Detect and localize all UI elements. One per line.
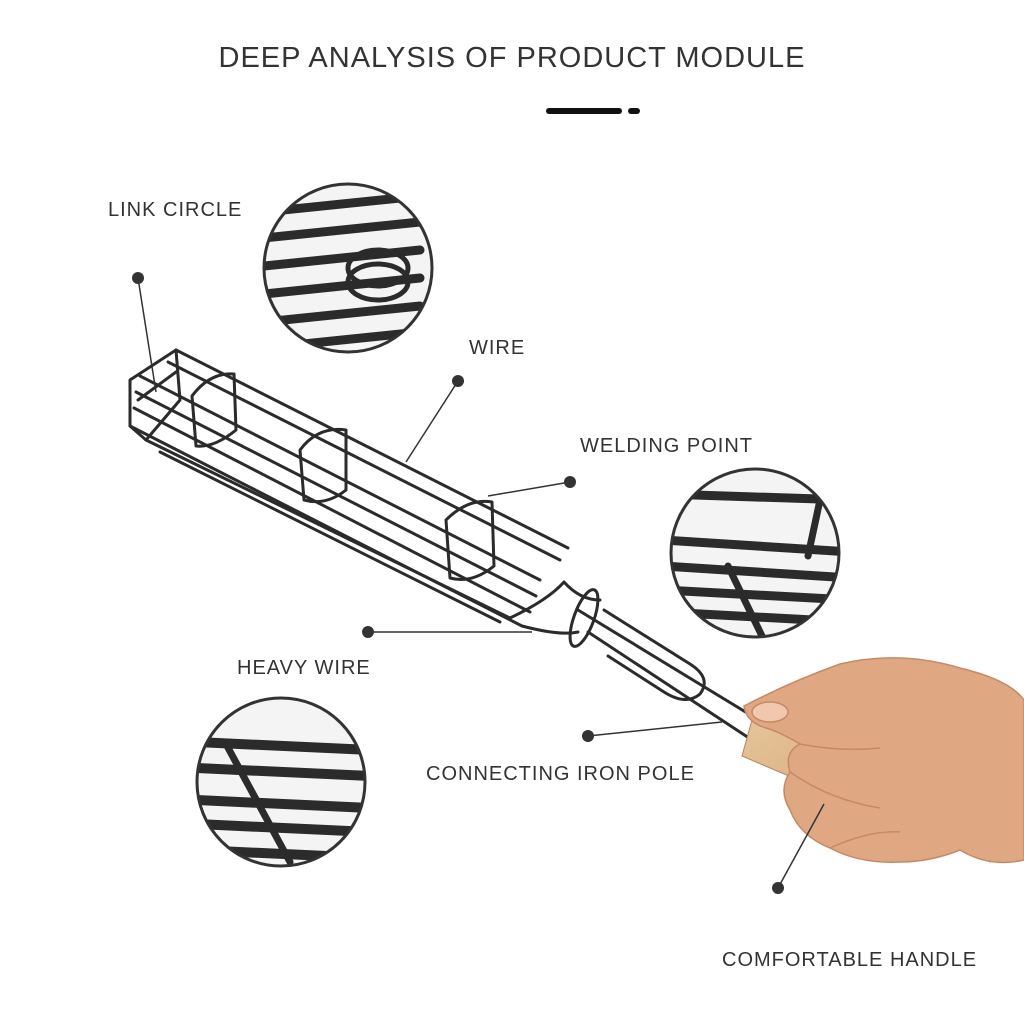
leader-connecting-pole: [587, 721, 723, 737]
label-heavy-wire: HEAVY WIRE: [237, 657, 371, 679]
zoom-circle-link-border: [262, 182, 434, 354]
zoom-circle-welding-border: [669, 467, 841, 639]
dot-handle: [772, 882, 784, 894]
leader-welding-point: [487, 481, 571, 497]
page-title: DEEP ANALYSIS OF PRODUCT MODULE: [218, 42, 806, 74]
dot-heavy-wire: [362, 626, 374, 638]
zoom-circle-heavy-wire-border: [195, 696, 367, 868]
hand-illustration: [743, 657, 1024, 864]
leader-link-circle: [137, 277, 157, 393]
leader-handle: [777, 803, 825, 889]
dot-welding-point: [564, 476, 576, 488]
title-underline-long: [546, 108, 622, 114]
zoom-circle-welding: [671, 469, 839, 637]
label-wire: WIRE: [469, 337, 526, 359]
label-link-circle: LINK CIRCLE: [108, 199, 243, 221]
dot-wire: [452, 375, 464, 387]
label-welding-point: WELDING POINT: [580, 435, 754, 457]
leader-wire: [405, 380, 459, 463]
label-comfortable-handle: COMFORTABLE HANDLE: [722, 949, 978, 971]
label-connecting-iron-pole: CONNECTING IRON POLE: [426, 763, 695, 785]
zoom-circle-heavy-wire: [197, 698, 365, 866]
grill-basket: [128, 348, 1022, 861]
dot-link-circle: [132, 272, 144, 284]
title-underline-short: [628, 108, 640, 114]
dot-connecting-pole: [582, 730, 594, 742]
zoom-circle-link: [264, 184, 432, 352]
